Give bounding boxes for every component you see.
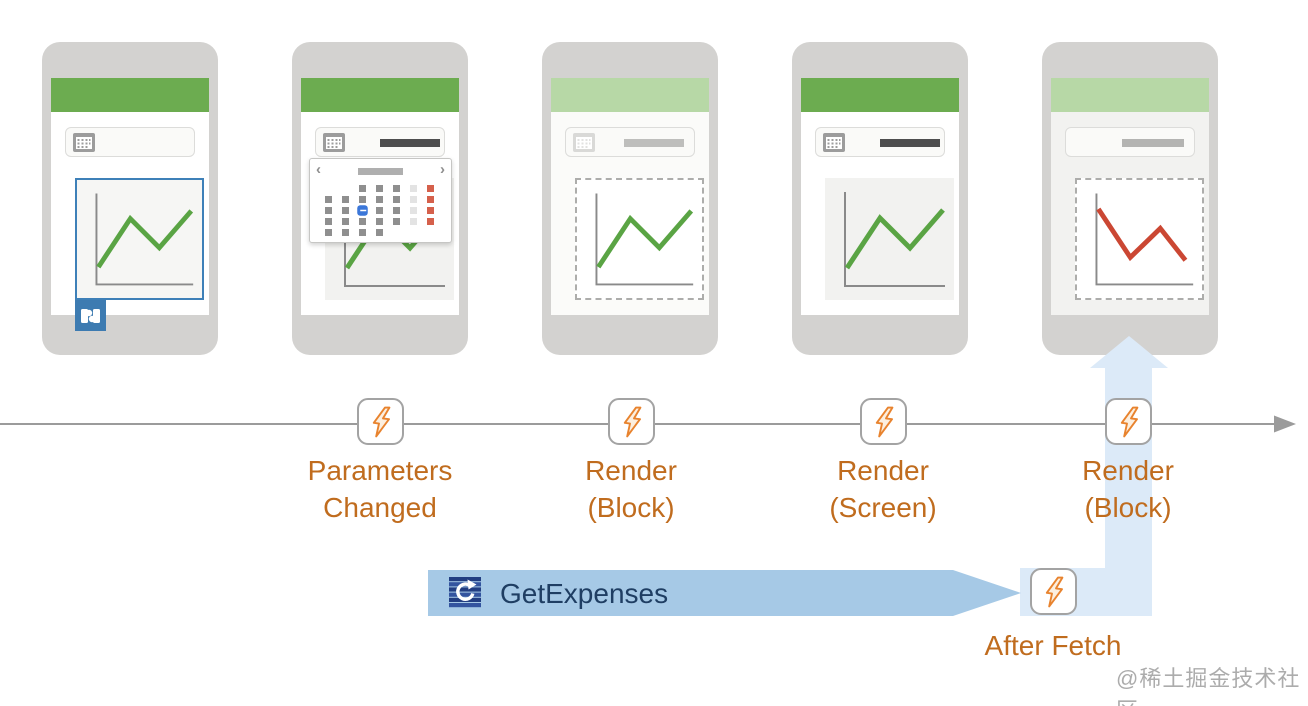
phone-mockup-render-block — [542, 42, 718, 355]
calendar-day — [325, 207, 332, 214]
date-input-field — [565, 127, 695, 157]
calendar-day — [410, 229, 417, 236]
event-label-render-block-2: Render (Block) — [1082, 455, 1174, 523]
calendar-day — [376, 207, 383, 214]
chart-block-rerendering — [1075, 178, 1204, 300]
phone-screen — [51, 78, 209, 331]
placeholder-value — [624, 139, 684, 147]
event-label-render-screen: Render (Screen) — [829, 455, 937, 523]
calendar-day — [342, 218, 349, 225]
calendar-day — [325, 185, 332, 192]
app-header-bar — [301, 78, 459, 112]
calendar-day — [359, 185, 366, 192]
date-input-field — [815, 127, 945, 157]
entered-date-value — [880, 139, 940, 147]
calendar-day — [427, 196, 434, 203]
calendar-day — [393, 229, 400, 236]
calendar-icon — [73, 133, 95, 152]
calendar-day — [342, 207, 349, 214]
chart-block-selected — [75, 178, 204, 300]
calendar-day — [325, 196, 332, 203]
lightning-bolt-icon — [372, 406, 390, 437]
calendar-day — [393, 196, 400, 203]
odata-service-icon — [449, 577, 481, 608]
calendar-day — [393, 218, 400, 225]
chart-block-rerendering — [575, 178, 704, 300]
event-marker-render-block-1 — [608, 398, 655, 445]
app-header-bar — [51, 78, 209, 112]
calendar-day — [376, 229, 383, 236]
calendar-day — [376, 185, 383, 192]
request-arrow-label: GetExpenses — [500, 578, 669, 609]
event-marker-render-screen — [860, 398, 907, 445]
chevron-left-icon: ‹ — [316, 161, 321, 178]
calendar-day — [410, 207, 417, 214]
calendar-day — [342, 229, 349, 236]
calendar-icon — [573, 133, 595, 152]
loading-value — [1122, 139, 1184, 147]
puzzle-icon — [81, 309, 100, 323]
calendar-day — [376, 218, 383, 225]
calendar-day — [359, 218, 366, 225]
entered-date-value — [380, 139, 440, 147]
calendar-day — [410, 185, 417, 192]
calendar-day — [342, 196, 349, 203]
calendar-day — [393, 185, 400, 192]
calendar-day — [342, 185, 349, 192]
calendar-day-selected — [357, 205, 368, 216]
puzzle-extension-badge — [75, 300, 106, 331]
lightning-bolt-icon — [623, 406, 641, 437]
chart-block — [825, 178, 954, 300]
calendar-day — [376, 196, 383, 203]
app-header-bar — [1051, 78, 1209, 112]
event-marker-render-block-2 — [1105, 398, 1152, 445]
calendar-day — [427, 229, 434, 236]
calendar-day — [393, 207, 400, 214]
phone-mockup-initial — [42, 42, 218, 355]
date-input-field — [315, 127, 445, 157]
calendar-day — [427, 218, 434, 225]
calendar-day — [325, 218, 332, 225]
app-header-bar — [801, 78, 959, 112]
lightning-bolt-icon — [875, 406, 893, 437]
phone-screen — [801, 78, 959, 315]
calendar-day — [325, 229, 332, 236]
event-label-parameters-changed: Parameters Changed — [307, 455, 453, 523]
app-header-bar — [551, 78, 709, 112]
lightning-bolt-icon — [1045, 576, 1063, 607]
calendar-day — [359, 229, 366, 236]
calendar-day — [359, 196, 366, 203]
month-title-bar — [358, 168, 403, 175]
calendar-day — [427, 207, 434, 214]
event-label-render-block-1: Render (Block) — [585, 455, 677, 523]
event-marker-after-fetch — [1030, 568, 1077, 615]
phone-screen — [1051, 78, 1209, 315]
phone-mockup-after-fetch — [1042, 42, 1218, 355]
date-input-field — [65, 127, 195, 157]
timeline-arrowhead — [1274, 415, 1296, 433]
calendar-day — [410, 218, 417, 225]
phone-screen — [551, 78, 709, 315]
watermark-text: @稀土掘金技术社区 — [1116, 666, 1301, 706]
phone-mockup-date-picker: ‹ › — [292, 42, 468, 355]
calendar-grid — [325, 185, 434, 236]
date-picker-popup: ‹ › — [309, 158, 452, 243]
calendar-icon — [323, 133, 345, 152]
event-marker-parameters-changed — [357, 398, 404, 445]
date-input-field — [1065, 127, 1195, 157]
event-label-after-fetch: After Fetch — [984, 630, 1122, 661]
calendar-day — [427, 185, 434, 192]
phone-mockup-render-screen — [792, 42, 968, 355]
chevron-right-icon: › — [440, 161, 445, 178]
calendar-day — [410, 196, 417, 203]
calendar-icon — [823, 133, 845, 152]
lightning-bolt-icon — [1120, 406, 1138, 437]
